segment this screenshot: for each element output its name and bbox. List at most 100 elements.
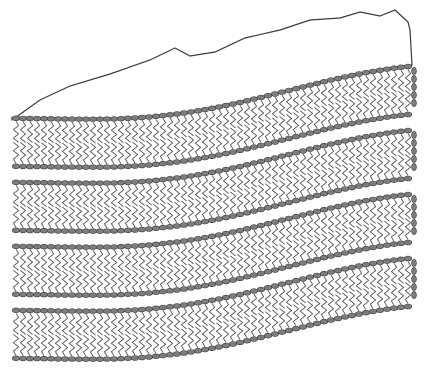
lipid-head [208,282,216,287]
lipid-head [166,288,174,293]
lipid-head [166,224,174,229]
lipid-head [250,209,258,214]
lipid-head [103,117,111,122]
lipid-head [369,117,377,122]
lipid-head [40,164,48,169]
lipid-head [166,112,174,117]
lipid-head [320,271,328,276]
lipid-head [152,178,160,183]
lipid-head [19,116,27,121]
lipid-head [383,307,391,312]
lipid-head [412,203,417,210]
lipid-head [82,117,90,122]
lipid-head [306,275,314,280]
lipid-head [201,235,209,240]
lipid-head [215,281,223,286]
lipid-head [138,243,146,248]
lipid-head [40,356,48,361]
lipid-head [201,107,209,112]
lipid-head [327,126,335,131]
lipid-head [285,328,293,333]
lipid-head [264,221,272,226]
lipid-head [159,353,167,358]
lipid-head [383,67,391,72]
lipid-head [173,112,181,117]
lipid-head [320,79,328,84]
lipid-head [327,190,335,195]
lipid-head [271,156,279,161]
lipid-head [82,165,90,170]
lipid-head [412,83,417,90]
lipid-head [180,175,188,180]
lipid-head [26,116,34,121]
lipid-head [75,117,83,122]
lipid-head [152,242,160,247]
lipid-head [61,245,69,250]
lipid-head [313,81,321,86]
lipid-head [355,200,363,205]
lipid-head [292,214,300,219]
lipid-head [61,293,69,298]
lipid-head [152,226,160,231]
lipid-head [327,142,335,147]
lipid-head [33,356,41,361]
lipid-head [208,218,216,223]
lipid-head [138,227,146,232]
lipid-head [236,340,244,345]
lipid-head [145,227,153,232]
lipid-head [117,356,125,361]
lipid-head [299,325,307,330]
lipid-head [33,228,41,233]
lipid-head [103,357,111,362]
lipid-head [412,91,417,98]
lipid-head [264,285,272,290]
lipid-head [215,169,223,174]
lipid-head [412,147,417,154]
lipid-head [292,134,300,139]
lipid-head [194,348,202,353]
lipid-head [229,278,237,283]
lipid-head [215,105,223,110]
lipid-head [33,292,41,297]
lipid-head [89,245,97,250]
lipid-head [47,228,55,233]
lipid-head [348,265,356,270]
lipid-head [89,117,97,122]
lipid-head [138,291,146,296]
lipid-head [54,293,62,298]
lipid-head [257,223,265,228]
lipid-head [19,180,27,185]
lipid-head [117,116,125,121]
lipid-head [124,244,132,249]
lipid-head [19,244,27,249]
lipid-head [390,130,398,135]
lipid-head [138,179,146,184]
lipid-head [355,120,363,125]
lipid-head [334,316,342,321]
lipid-head [257,271,265,276]
lipid-head [292,198,300,203]
lipid-head [285,200,293,205]
lipid-head [362,262,370,267]
lipid-head [229,294,237,299]
lipid-head [222,167,230,172]
lipid-head [369,245,377,250]
lipid-head [348,185,356,190]
lipid-head [215,233,223,238]
lipid-head [327,254,335,259]
lipid-head [89,229,97,234]
lipid-head [348,137,356,142]
lipid-head [68,357,76,362]
lipid-head [47,356,55,361]
lipid-head [40,116,48,121]
lipid-head [82,293,90,298]
lipid-head [299,149,307,154]
lipid-head [166,160,174,165]
lipid-head [68,165,76,170]
lipid-head [173,240,181,245]
lipid-head [341,139,349,144]
lipid-head [89,293,97,298]
lipid-head [285,136,293,141]
lipid-head [264,205,272,210]
lipid-head [159,161,167,166]
